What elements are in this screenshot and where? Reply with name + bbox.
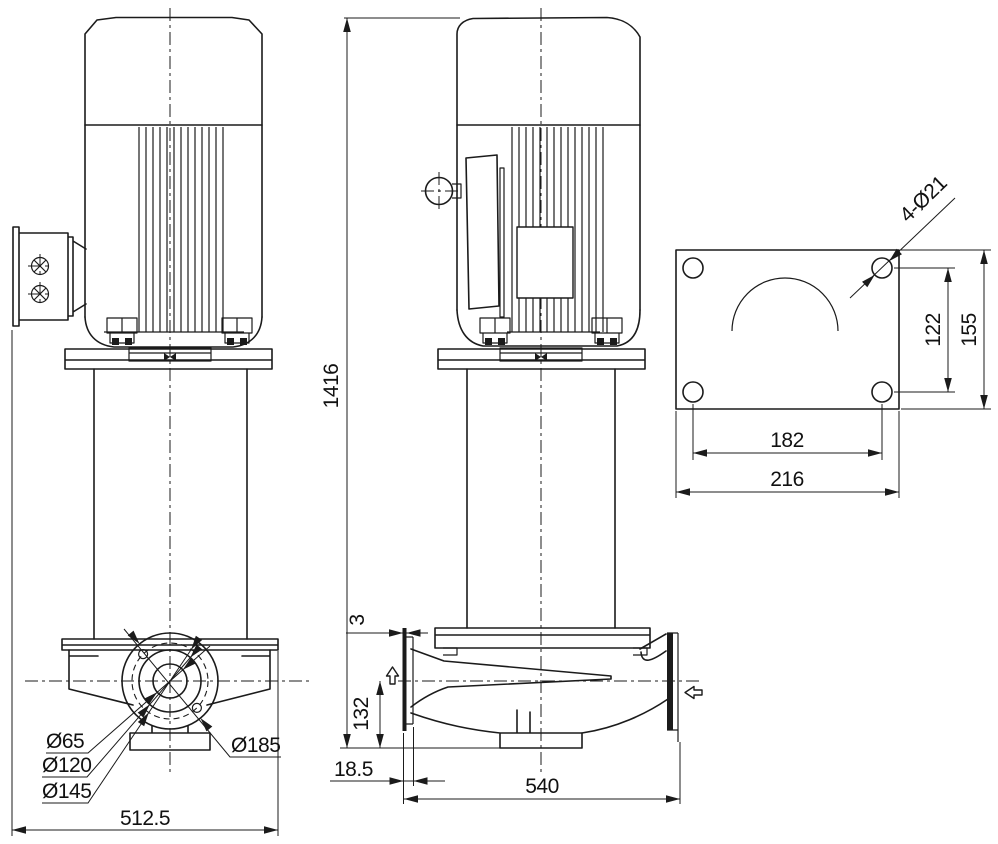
- pump-column-side: [466, 368, 616, 629]
- base-plate: [675, 249, 900, 410]
- dim-label-bolt-circle-diameter: Ø145: [42, 780, 91, 803]
- motor-fan-cover: [84, 16, 263, 126]
- dim-label-bore-diameter: Ø65: [46, 730, 84, 753]
- pump-column: [93, 368, 248, 640]
- dim-label-plate-width: 216: [770, 468, 804, 491]
- dim-label-hole-pitch-depth: 122: [922, 313, 945, 347]
- dim-label-flange-diameter: Ø185: [231, 734, 280, 757]
- motor-foot: [106, 317, 253, 344]
- dimension-lines: [11, 17, 991, 836]
- flow-arrow-left-icon: [684, 685, 703, 700]
- dim-label-plate-depth: 155: [958, 313, 981, 347]
- flow-arrow-up-icon: [385, 666, 400, 685]
- dim-label-hole-pitch-width: 182: [770, 429, 804, 452]
- dim-label-mounting-holes: 4-Ø21: [895, 172, 951, 227]
- dim-label-port-centerline-height: 132: [350, 697, 373, 731]
- lifting-eye-bolt: [424, 176, 462, 206]
- motor-cooling-ribs: [104, 127, 244, 333]
- front-view: [12, 16, 279, 751]
- terminal-box: [12, 226, 87, 327]
- dim-label-base-length: 540: [525, 775, 559, 798]
- motor-fan-cover-side: [456, 16, 641, 126]
- pump-casing: [402, 627, 679, 749]
- plan-view: [675, 249, 900, 410]
- dimension-arrowheads: [12, 18, 988, 834]
- dim-label-overall-height: 1416: [320, 364, 343, 409]
- motor-stool-plate: [64, 348, 273, 370]
- suction-flange-circles: [121, 632, 219, 730]
- terminal-cover-panel: [465, 154, 500, 310]
- column-arc: [731, 277, 839, 332]
- dim-label-flange-thickness: 3: [346, 614, 369, 625]
- mounting-holes: [682, 257, 893, 403]
- side-view: [385, 16, 703, 749]
- dim-label-spigot-diameter: Ø120: [42, 754, 91, 777]
- dim-label-flange-offset: 18.5: [334, 758, 373, 781]
- centerlines: [25, 8, 703, 772]
- motor-foot-side: [479, 317, 623, 344]
- motor-nameplate: [516, 226, 574, 299]
- dim-label-overall-width: 512.5: [120, 807, 170, 830]
